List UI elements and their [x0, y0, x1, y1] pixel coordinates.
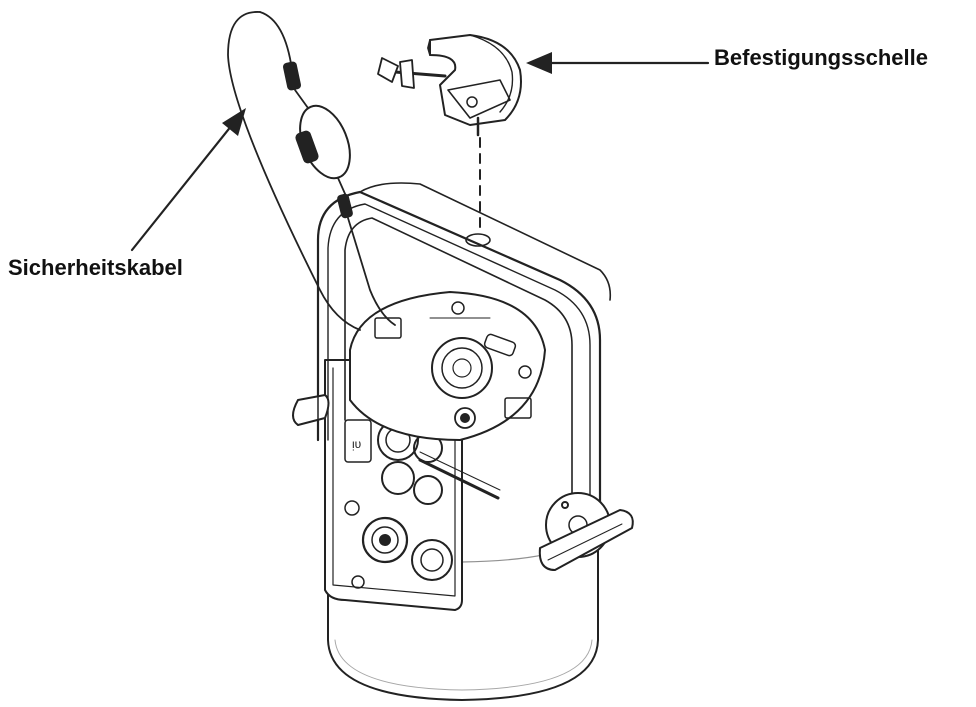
mounting-clamp: [377, 34, 522, 233]
fixture-yoke: [316, 182, 612, 542]
cable-label: Sicherheitskabel: [8, 255, 183, 280]
arrow-cable: [130, 108, 246, 252]
top-plate: [349, 291, 546, 441]
arrow-clamp: [526, 52, 710, 74]
safety-cable: [227, 11, 396, 331]
clamp-label: Befestigungsschelle: [714, 45, 928, 70]
svg-text:ᴉᴜ: ᴉᴜ: [352, 437, 361, 451]
yoke-knob-left: [292, 394, 330, 441]
yoke-knob-right: [538, 492, 634, 571]
